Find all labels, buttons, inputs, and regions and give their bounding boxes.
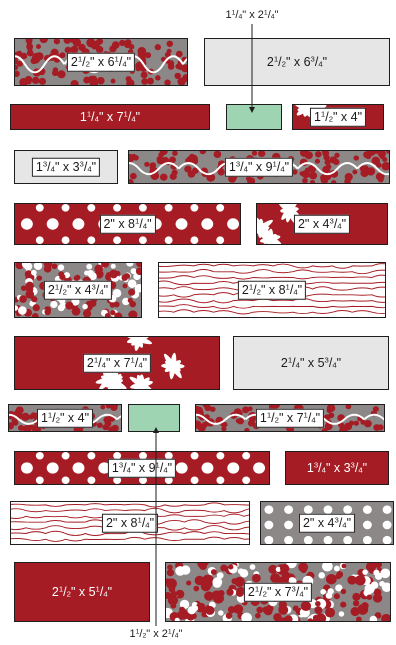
piece-size-label: 21/2" x 51/4": [49, 584, 115, 601]
fabric-piece-p7: 13/4" x 91/4": [128, 150, 390, 184]
fabric-piece-p9: 2" x 43/4": [256, 203, 388, 245]
fabric-piece-p6: 13/4" x 33/4": [14, 150, 118, 184]
fabric-piece-p15: [128, 404, 180, 432]
piece-size-label: 21/4" x 71/4": [83, 354, 151, 373]
fabric-pattern: [227, 105, 281, 129]
fabric-piece-p2: 21/2" x 63/4": [204, 38, 390, 86]
piece-size-label: 2" x 43/4": [294, 215, 350, 234]
piece-size-label: 11/4" x 71/4": [77, 109, 143, 126]
fabric-piece-p8: 2" x 81/4": [14, 203, 241, 245]
piece-size-label: 11/2" x 71/4": [256, 409, 324, 428]
piece-size-label: 2" x 43/4": [299, 514, 355, 533]
fabric-piece-p1: 21/2" x 61/4": [14, 38, 188, 86]
fabric-piece-p11: 21/2" x 81/4": [158, 262, 386, 318]
fabric-piece-p22: 21/2" x 73/4": [165, 562, 391, 622]
piece-size-label: 2" x 81/4": [102, 514, 158, 533]
piece-size-label: 21/2" x 63/4": [264, 54, 330, 71]
fabric-piece-p3: 11/4" x 71/4": [10, 104, 210, 130]
piece-size-label: 21/2" x 61/4": [67, 53, 135, 72]
fabric-piece-p17: 13/4" x 91/4": [14, 451, 270, 485]
callout-top-mint-size: 11/4" x 21/4": [226, 9, 279, 21]
fabric-piece-p21: 21/2" x 51/4": [14, 562, 150, 622]
piece-size-label: 13/4" x 91/4": [225, 158, 293, 177]
fabric-piece-p10: 21/2" x 43/4": [14, 262, 142, 318]
fabric-piece-p4: [226, 104, 282, 130]
piece-size-label: 21/4" x 53/4": [278, 355, 344, 372]
fabric-piece-p20: 2" x 43/4": [260, 501, 394, 545]
fabric-piece-p5: 11/2" x 4": [292, 104, 384, 130]
fabric-piece-p13: 21/4" x 53/4": [233, 336, 389, 390]
piece-size-label: 2" x 81/4": [99, 215, 155, 234]
piece-size-label: 21/2" x 81/4": [238, 281, 306, 300]
piece-size-label: 13/4" x 33/4": [304, 460, 370, 477]
piece-size-label: 21/2" x 73/4": [244, 583, 312, 602]
fabric-piece-p18: 13/4" x 33/4": [285, 451, 389, 485]
piece-size-label: 13/4" x 33/4": [32, 158, 100, 177]
piece-size-label: 21/2" x 43/4": [44, 281, 112, 300]
fabric-piece-p16: 11/2" x 71/4": [195, 404, 385, 432]
fabric-piece-p19: 2" x 81/4": [10, 501, 250, 545]
fabric-pattern: [129, 405, 179, 431]
callout-bottom-mint-size: 11/2" x 21/4": [130, 628, 183, 640]
piece-size-label: 13/4" x 91/4": [108, 459, 176, 478]
fabric-piece-p12: 21/4" x 71/4": [14, 336, 220, 390]
piece-size-label: 11/2" x 4": [37, 409, 93, 428]
piece-size-label: 11/2" x 4": [310, 108, 366, 127]
fabric-piece-p14: 11/2" x 4": [8, 404, 122, 432]
